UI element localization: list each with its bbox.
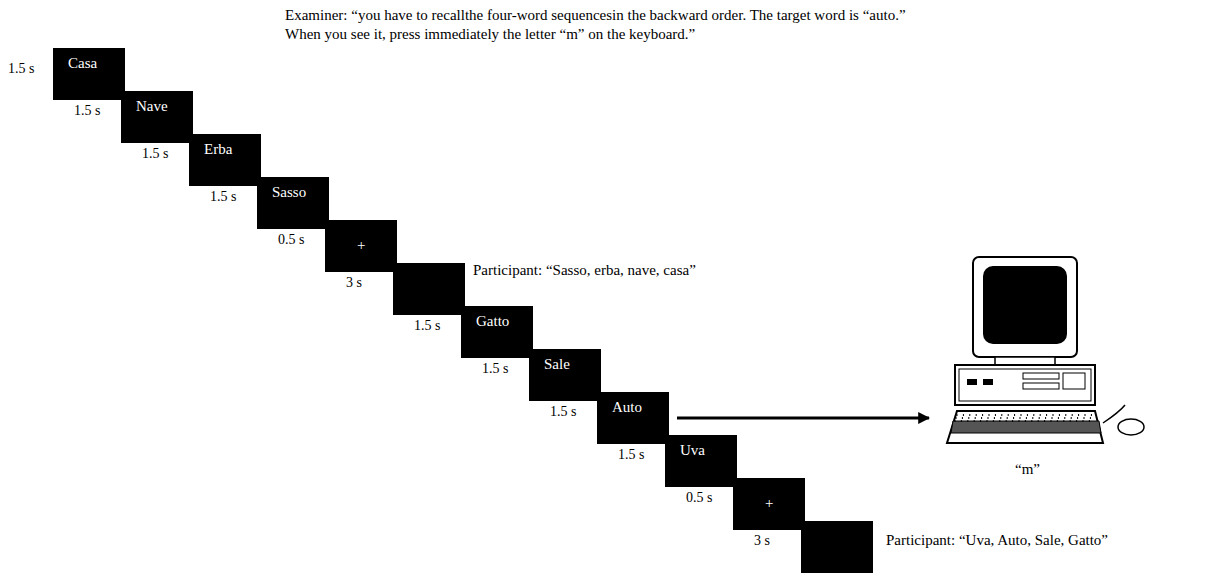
slide-word: Uva bbox=[680, 441, 705, 459]
word-slide: Sale bbox=[529, 349, 601, 401]
key-label: “m” bbox=[1015, 460, 1040, 478]
blank-slide bbox=[801, 521, 873, 573]
duration-label: 1.5 s bbox=[414, 317, 440, 334]
word-slide: Uva bbox=[665, 435, 737, 487]
computer-illustration bbox=[935, 255, 1150, 450]
duration-label: 1.5 s bbox=[74, 102, 100, 119]
word-slide: Erba bbox=[189, 134, 261, 186]
duration-label: 1.5 s bbox=[618, 446, 644, 463]
participant-response: Participant: “Uva, Auto, Sale, Gatto” bbox=[886, 532, 1108, 549]
word-slide: + bbox=[733, 478, 805, 530]
duration-label: 3 s bbox=[754, 532, 770, 549]
duration-label: 1.5 s bbox=[8, 60, 34, 77]
slide-word: Auto bbox=[612, 398, 642, 416]
slide-word: Sasso bbox=[272, 183, 306, 201]
slide-word: Gatto bbox=[476, 312, 509, 330]
word-slide: Gatto bbox=[461, 306, 533, 358]
word-slide: Nave bbox=[121, 91, 193, 143]
duration-label: 0.5 s bbox=[686, 489, 712, 506]
computer-node: “m” bbox=[935, 255, 1150, 483]
slide-word: Nave bbox=[136, 97, 168, 115]
instruction-text: Examiner: “you have to recallthe four-wo… bbox=[285, 6, 925, 44]
participant-response: Participant: “Sasso, erba, nave, casa” bbox=[473, 262, 696, 279]
slide-word: + bbox=[357, 236, 365, 254]
duration-label: 1.5 s bbox=[550, 403, 576, 420]
duration-label: 3 s bbox=[346, 274, 362, 291]
word-slide: Casa bbox=[53, 48, 125, 100]
slide-word: + bbox=[765, 494, 773, 512]
duration-label: 0.5 s bbox=[278, 231, 304, 248]
duration-label: 1.5 s bbox=[142, 145, 168, 162]
slide-word: Sale bbox=[544, 355, 570, 373]
slide-word: Casa bbox=[68, 54, 97, 72]
duration-label: 1.5 s bbox=[210, 188, 236, 205]
word-slide: + bbox=[325, 220, 397, 272]
duration-label: 1.5 s bbox=[482, 360, 508, 377]
slide-word: Erba bbox=[204, 140, 232, 158]
blank-slide bbox=[393, 263, 465, 315]
arrow bbox=[677, 417, 929, 420]
word-slide: Sasso bbox=[257, 177, 329, 229]
word-slide: Auto bbox=[597, 392, 669, 444]
